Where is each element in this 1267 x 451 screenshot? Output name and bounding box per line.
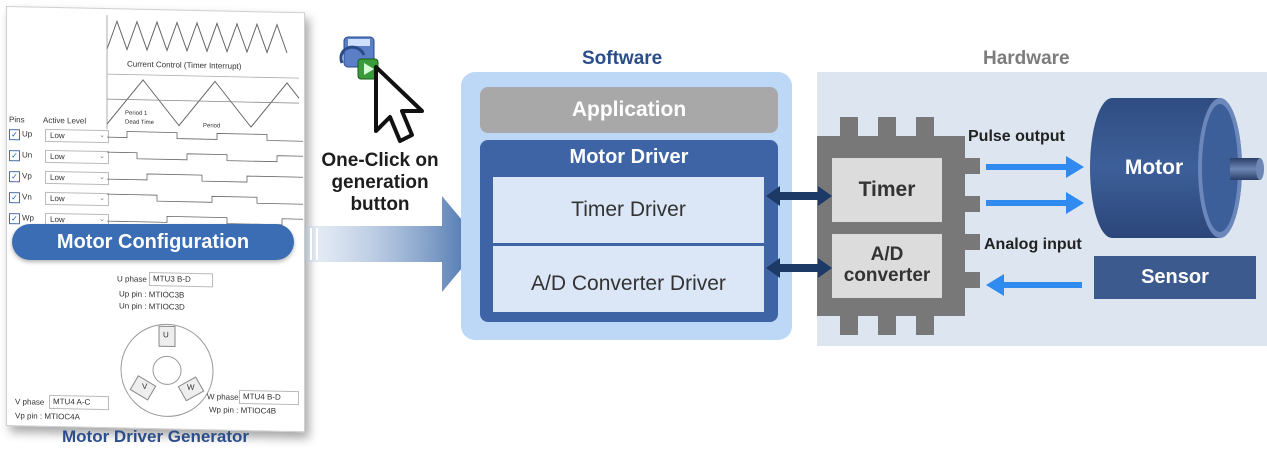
mouse-pointer-icon xyxy=(374,65,424,143)
chip-pin xyxy=(878,315,896,335)
generate-code-icon[interactable] xyxy=(336,33,436,153)
application-box: Application xyxy=(480,87,778,133)
pulse-output-label: Pulse output xyxy=(968,128,1065,145)
pin-waveforms xyxy=(107,131,303,226)
generation-arrow xyxy=(304,196,482,292)
chip-pin xyxy=(840,117,858,137)
hardware-title: Hardware xyxy=(983,48,1070,69)
motor-label: Motor xyxy=(1124,156,1184,179)
software-title: Software xyxy=(582,48,663,69)
chip-pin xyxy=(916,117,934,137)
pulse-output-arrow-2 xyxy=(986,192,1084,214)
chip-pin xyxy=(916,315,934,335)
chip-pin xyxy=(964,272,980,288)
analog-input-arrow xyxy=(986,274,1082,296)
adc-line-2: converter xyxy=(843,265,931,286)
analog-input-label: Analog input xyxy=(984,236,1082,253)
chip-pin xyxy=(964,234,980,250)
one-click-line-1: One-Click on xyxy=(321,150,439,171)
one-click-line-2: generation xyxy=(331,172,429,193)
ad-converter-driver-box: A/D Converter Driver xyxy=(493,246,764,312)
tool-screenshot: Current Control (Timer Interrupt) Period… xyxy=(6,6,305,433)
chip-pin xyxy=(964,158,980,174)
tool-caption: Motor Driver Generator xyxy=(62,427,250,446)
one-click-line-3: button xyxy=(350,194,410,215)
adc-line-1: A/D xyxy=(870,244,904,265)
timer-bus-arrow xyxy=(766,186,832,206)
pulse-output-arrow-1 xyxy=(986,156,1084,178)
motor-configuration-pill: Motor Configuration xyxy=(12,224,294,260)
timer-box: Timer xyxy=(832,158,942,222)
waveform-graphic xyxy=(106,15,300,130)
motor-coil-diagram xyxy=(120,323,214,417)
chip-pin xyxy=(964,196,980,212)
adc-bus-arrow xyxy=(766,258,832,278)
chip-pin xyxy=(840,315,858,335)
motor-graphic xyxy=(1090,98,1264,238)
chip-pin xyxy=(878,117,896,137)
timer-driver-box: Timer Driver xyxy=(493,177,764,243)
motor-driver-title: Motor Driver xyxy=(569,146,689,168)
sensor-box: Sensor xyxy=(1094,256,1256,299)
ad-converter-box: A/D converter xyxy=(832,234,942,298)
one-click-caption: One-Click on generation button xyxy=(300,150,460,216)
